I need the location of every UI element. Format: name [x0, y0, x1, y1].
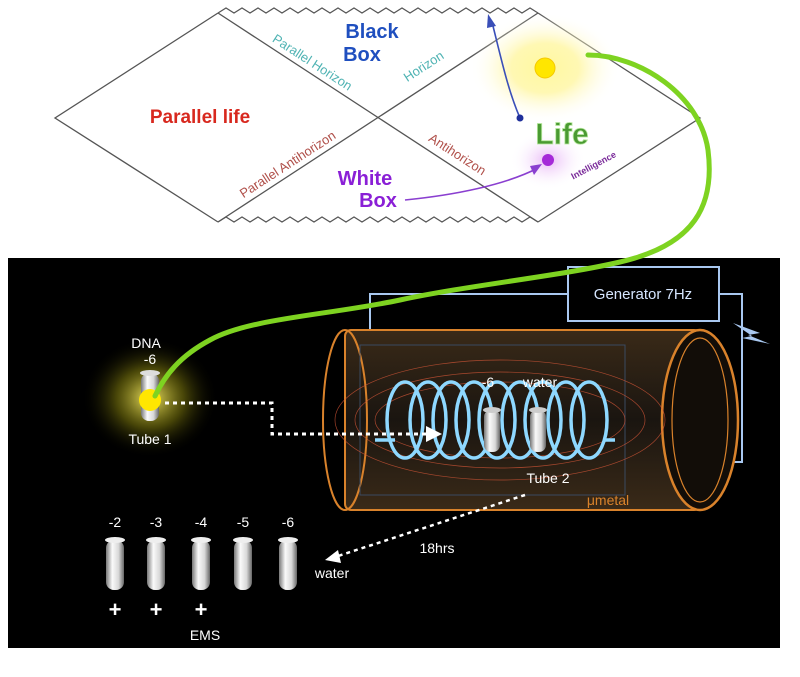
dilution-tubes — [105, 537, 298, 590]
tube1-label: Tube 1 — [128, 431, 171, 447]
mu-metal-right-end — [660, 328, 740, 512]
tube2-label: Tube 2 — [526, 470, 569, 486]
dilution-label: -2 — [109, 514, 122, 530]
coil-tube-water — [529, 407, 547, 452]
dilution-label: -6 — [282, 514, 295, 530]
dilution-label: -3 — [150, 514, 163, 530]
green-link-curve — [152, 52, 712, 399]
plus-sign: + — [195, 597, 208, 622]
duration-label: 18hrs — [419, 540, 454, 556]
tube-row-item — [105, 537, 125, 590]
plus-sign: + — [109, 597, 122, 622]
bottom-singularity-edge — [217, 216, 539, 223]
row-water-label: water — [314, 565, 350, 581]
top-singularity-edge — [217, 7, 539, 14]
black-box-label-line1: Black — [345, 21, 399, 43]
sun — [534, 57, 556, 79]
transfer-arrow-to-tubes-head — [325, 550, 341, 563]
penrose-diagram: Black Box Parallel life Parallel Horizon… — [53, 7, 702, 223]
plus-sign: + — [150, 597, 163, 622]
mu-metal-right-inner — [671, 337, 729, 503]
tube-row-item — [146, 537, 166, 590]
tube-row-item — [233, 537, 253, 590]
parallel-antihorizon-label: Parallel Antihorizon — [237, 128, 339, 201]
transfer-arrow-to-coil-head — [426, 426, 442, 442]
life-trajectory-arrowhead — [487, 14, 496, 28]
transfer-arrow-to-coil — [165, 401, 428, 436]
coil-water-label: water — [522, 374, 558, 390]
life-trajectory-arrow — [491, 21, 521, 119]
lightning-icon — [733, 323, 770, 344]
transfer-arrow-to-tubes — [334, 493, 526, 559]
parallel-life-label: Parallel life — [150, 107, 250, 128]
life-trajectory-dot — [516, 114, 524, 122]
generator-label: Generator 7Hz — [594, 286, 692, 303]
intelligence-dot — [542, 154, 554, 166]
dna-label: DNA — [131, 335, 161, 351]
tube-row-item — [191, 537, 211, 590]
coil-tube-dna — [483, 407, 501, 452]
antihorizon-label: Antihorizon — [426, 130, 489, 178]
dna-dilution-label: -6 — [144, 351, 157, 367]
coil-dilution-label: -6 — [482, 374, 495, 390]
horizon-label: Horizon — [401, 48, 447, 85]
white-box-label-line1: White — [338, 168, 392, 190]
black-box-label-line2: Box — [343, 44, 381, 66]
white-box-arrowhead — [530, 164, 542, 175]
dilution-label: -4 — [195, 514, 208, 530]
experiment-setup: Generator 7Hz — [82, 266, 770, 643]
ems-label: EMS — [190, 627, 220, 643]
life-label: Life — [535, 118, 588, 151]
tube-row-item — [278, 537, 298, 590]
mu-metal-body — [344, 329, 701, 511]
white-box-label-line2: Box — [359, 190, 397, 212]
mu-metal-left-end — [322, 329, 368, 511]
dilution-label: -5 — [237, 514, 250, 530]
white-box-arrow — [404, 167, 539, 201]
left-diamond-outline — [53, 12, 219, 223]
mu-metal-label: μmetal — [587, 492, 629, 508]
